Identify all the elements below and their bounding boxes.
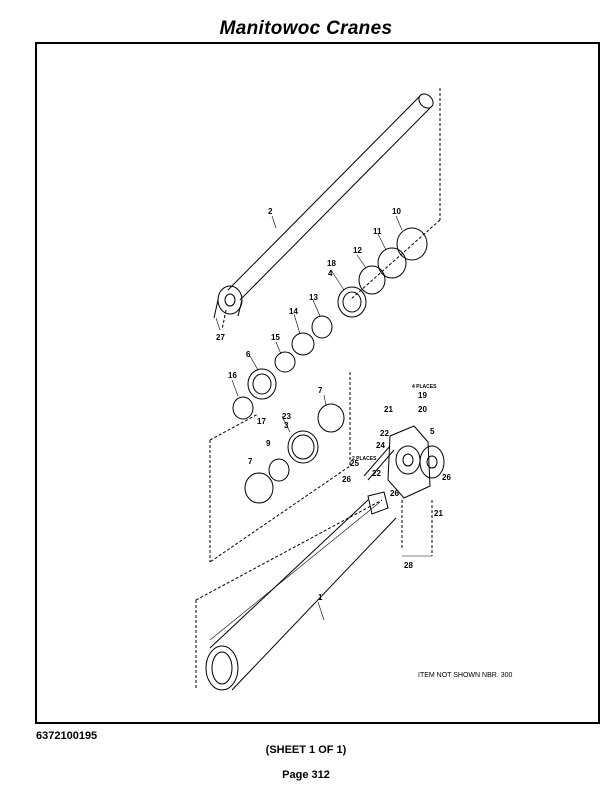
callout-3: 3 <box>284 421 289 430</box>
document-number: 6372100195 <box>36 730 98 742</box>
callout-22-lower: 22 <box>372 469 381 478</box>
callout-23: 23 <box>282 412 291 421</box>
page-number: Page 312 <box>282 769 330 781</box>
callout-11: 11 <box>373 227 382 236</box>
callout-26-center: 26 <box>390 489 399 498</box>
callout-21-lower: 21 <box>434 509 443 518</box>
barrel-tube-part <box>213 93 434 319</box>
four-places-note: 4 PLACES <box>412 384 437 390</box>
lower-projection-lines <box>195 499 433 690</box>
callout-28: 28 <box>404 561 413 570</box>
callout-15: 15 <box>271 333 280 342</box>
callout-14: 14 <box>289 307 298 316</box>
callout-9: 9 <box>266 439 271 448</box>
callout-16: 16 <box>228 371 237 380</box>
callout-1: 1 <box>318 593 323 602</box>
two-places-note: 2 PLACES <box>352 456 377 462</box>
piston-parts <box>244 403 345 504</box>
callout-18: 18 <box>327 259 336 268</box>
upper-projection-lines <box>221 88 441 331</box>
callout-26-left: 26 <box>342 475 351 484</box>
callout-leader-lines <box>215 215 432 621</box>
callout-21-upper: 21 <box>384 405 393 414</box>
callout-12: 12 <box>353 246 362 255</box>
callout-17: 17 <box>257 417 266 426</box>
callout-7-lower: 7 <box>248 457 253 466</box>
callout-27: 27 <box>216 333 225 342</box>
callout-26-right: 26 <box>442 473 451 482</box>
callout-6: 6 <box>246 350 251 359</box>
callout-20: 20 <box>418 405 427 414</box>
page-header-title: Manitowoc Cranes <box>219 18 393 39</box>
callout-2: 2 <box>268 207 273 216</box>
upper-seal-rings <box>232 227 428 420</box>
callout-25: 25 <box>350 459 359 468</box>
callout-19: 19 <box>418 391 427 400</box>
callout-10: 10 <box>392 207 401 216</box>
callout-7-upper: 7 <box>318 386 323 395</box>
exploded-parts-drawing: 2 10 11 12 18 4 13 14 15 27 6 16 17 7 23… <box>195 88 512 691</box>
rod-tube-part <box>205 499 397 691</box>
sheet-indicator: (SHEET 1 OF 1) <box>265 744 347 756</box>
callout-22-upper: 22 <box>380 429 389 438</box>
callout-13: 13 <box>309 293 318 302</box>
rod-end-assembly <box>363 425 445 515</box>
callout-4: 4 <box>328 269 333 278</box>
piston-projection-box <box>209 372 351 563</box>
drawing-frame <box>35 42 600 724</box>
item-not-shown-note: ITEM NOT SHOWN NBR. 300 <box>418 672 512 679</box>
callout-5: 5 <box>430 427 435 436</box>
callout-24: 24 <box>376 441 385 450</box>
